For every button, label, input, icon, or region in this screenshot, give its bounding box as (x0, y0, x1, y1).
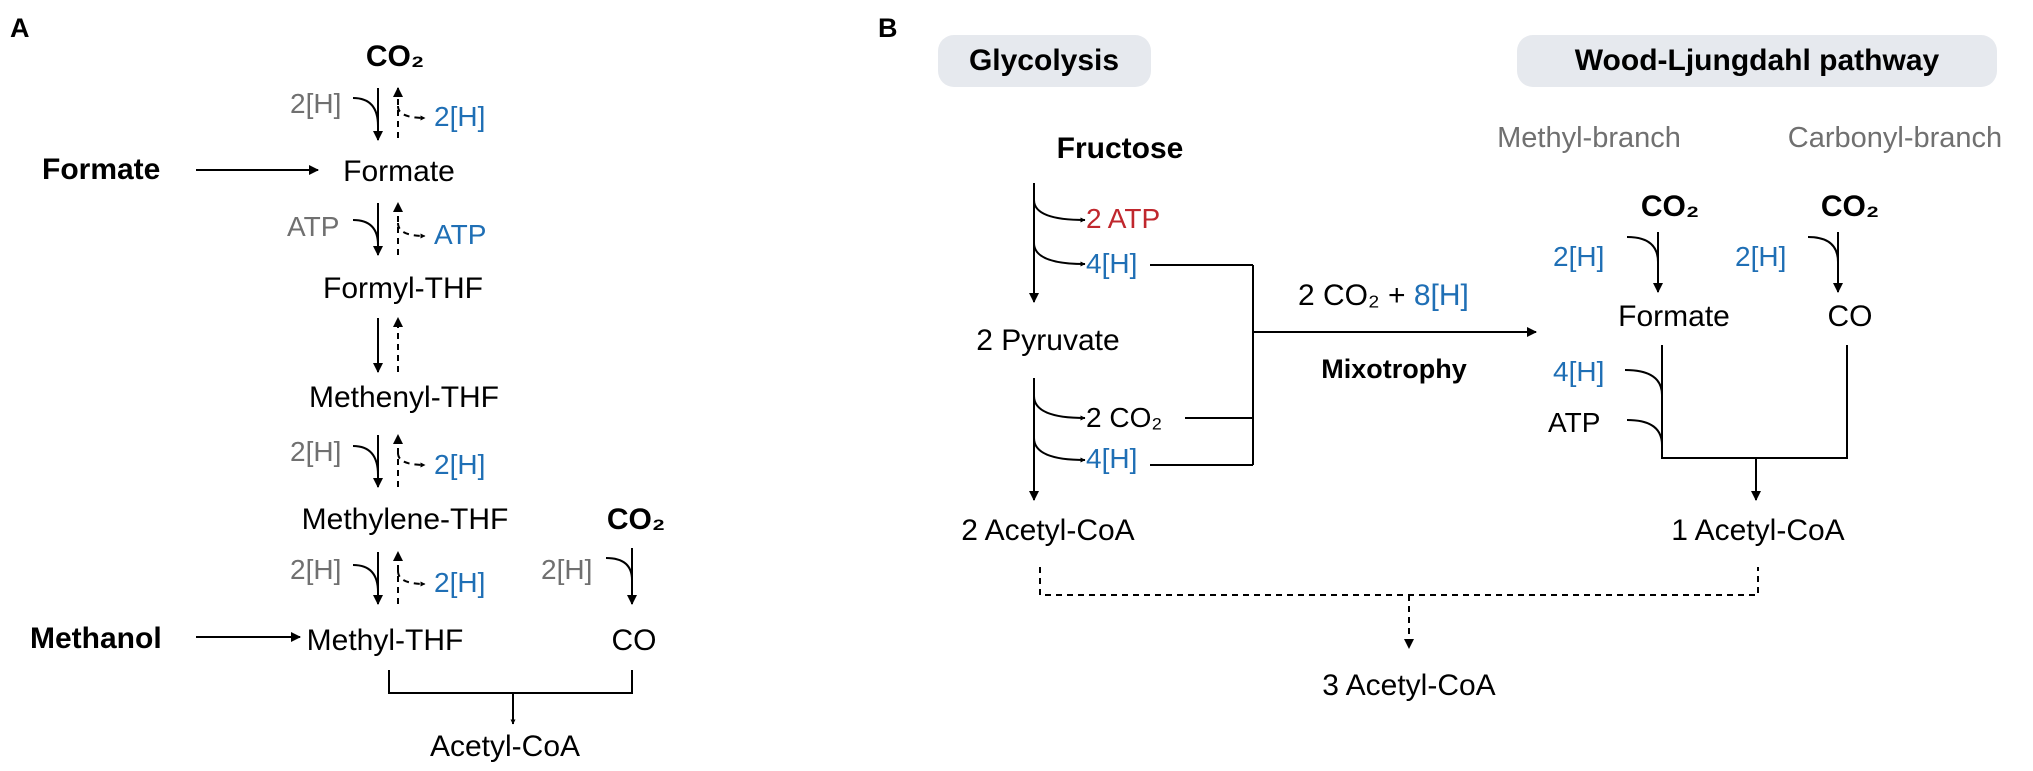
flux-h-label: 8[H] (1414, 279, 1469, 312)
cofactor-out-curve (397, 570, 426, 587)
combine-dashed-bracket (1039, 567, 1759, 596)
formyl-thf-node: Formyl-THF (323, 272, 483, 305)
formate-node: Formate (343, 155, 455, 188)
co2-top-label: CO₂ (366, 40, 424, 73)
glycolysis-label: Glycolysis (969, 44, 1119, 77)
h4-bottom-label: 4[H] (1086, 443, 1137, 474)
h4-top-label: 4[H] (1086, 248, 1137, 279)
h-input-label: 2[H] (290, 554, 341, 585)
co2-2-label: 2 CO₂ (1086, 402, 1162, 433)
cofactor-out-curve (397, 222, 426, 239)
formate-input-label: Formate (42, 153, 160, 186)
h-input-co-label: 2[H] (541, 554, 592, 585)
co2-branch-curve (1033, 395, 1086, 421)
mixotrophy-label: Mixotrophy (1321, 354, 1467, 384)
cofactor-curve (352, 97, 379, 127)
h-output-label: 2[H] (434, 567, 485, 598)
co2-carbonyl-label: CO₂ (1821, 190, 1879, 223)
h2-carbonyl-label: 2[H] (1735, 241, 1786, 272)
cofactor-curve (352, 445, 379, 476)
methenyl-thf-node: Methenyl-THF (309, 381, 499, 414)
svg-text:2 CO₂ + 8[H]: 2 CO₂ + 8[H] (1298, 279, 1469, 312)
h-input-label: 2[H] (290, 436, 341, 467)
h-input-label: 2[H] (290, 88, 341, 119)
acetyl-coa-2-node: 2 Acetyl-CoA (961, 514, 1134, 547)
atp-output-label: ATP (434, 219, 486, 250)
acetyl-coa-1-node: 1 Acetyl-CoA (1671, 514, 1844, 547)
panel-a-letter: A (10, 13, 30, 43)
h-branch-curve (1033, 437, 1086, 463)
panel-a: A CO₂ 2[H] 2[H] Formate Formate ATP ATP … (10, 13, 665, 763)
panel-b-letter: B (878, 13, 898, 43)
cofactor-curve (352, 564, 379, 593)
co2-methyl-label: CO₂ (1641, 190, 1699, 223)
co2-right-label: CO₂ (607, 503, 665, 536)
acetyl-coa-3-node: 3 Acetyl-CoA (1322, 669, 1495, 702)
co-wl-node: CO (1828, 300, 1873, 333)
co-node: CO (612, 624, 657, 657)
atp-input-label: ATP (287, 211, 339, 242)
cofactor-curve (352, 219, 379, 246)
pyruvate-node: 2 Pyruvate (976, 324, 1119, 357)
methyl-branch-label: Methyl-branch (1497, 122, 1681, 154)
methylene-thf-node: Methylene-THF (302, 503, 509, 536)
panel-b: B Glycolysis Wood-Ljungdahl pathway Fruc… (878, 13, 2002, 702)
atp-2-label: 2 ATP (1086, 203, 1160, 234)
carbonyl-branch-label: Carbonyl-branch (1788, 122, 2002, 154)
h-branch-curve (1033, 242, 1086, 267)
wood-ljungdahl-label: Wood-Ljungdahl pathway (1575, 44, 1940, 77)
formate-wl-node: Formate (1618, 300, 1730, 333)
wl-convergence-bracket (1661, 345, 1848, 459)
cofactor-curve (605, 557, 633, 581)
methanol-input-label: Methanol (30, 622, 162, 655)
fructose-node: Fructose (1057, 132, 1184, 165)
h4-wl-label: 4[H] (1553, 356, 1604, 387)
cofactor-curve (1807, 236, 1839, 263)
h2-methyl-label: 2[H] (1553, 241, 1604, 272)
h-output-label: 2[H] (434, 449, 485, 480)
glycolysis-pill (938, 35, 1151, 87)
cofactor-out-curve (397, 452, 426, 468)
methyl-thf-node: Methyl-THF (307, 624, 464, 657)
h-output-label: 2[H] (434, 101, 485, 132)
atp-wl-label: ATP (1548, 407, 1600, 438)
cofactor-curve (1624, 369, 1663, 396)
wood-ljungdahl-pill (1517, 35, 1997, 87)
acetyl-coa-node: Acetyl-CoA (430, 730, 580, 763)
flux-co2-label: 2 CO₂ + (1298, 279, 1414, 312)
atp-branch-curve (1033, 199, 1086, 223)
cofactor-curve (1626, 236, 1659, 263)
cofactor-out-curve (397, 105, 426, 121)
cofactor-curve (1626, 419, 1663, 446)
convergence-bracket (388, 670, 633, 694)
